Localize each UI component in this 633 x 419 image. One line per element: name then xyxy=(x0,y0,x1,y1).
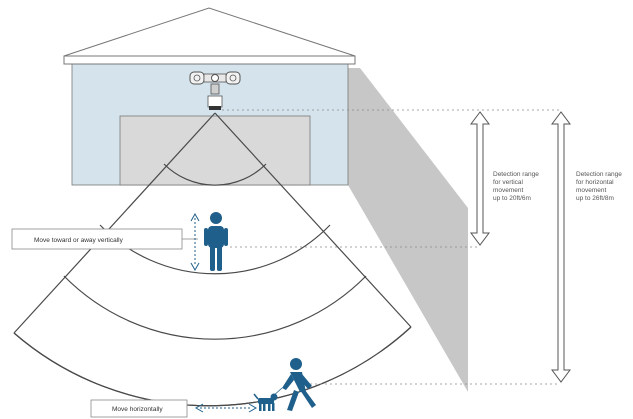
dog-icon xyxy=(253,393,278,411)
horizontal-range-label: Detection range for horizontal movement … xyxy=(576,171,624,202)
vertical-movement-arrow xyxy=(190,212,200,272)
garage-door xyxy=(119,115,311,186)
house-roof-icon xyxy=(63,7,356,65)
svg-text:Move toward or away vertically: Move toward or away vertically xyxy=(34,237,124,244)
vertical-range-arrow xyxy=(470,111,490,246)
wall-shadow xyxy=(348,68,468,392)
move-vertical-callout: Move toward or away vertically xyxy=(11,228,198,250)
walking-person-icon xyxy=(271,358,316,411)
horizontal-range-arrow xyxy=(551,111,571,383)
reference-lines xyxy=(222,109,560,385)
move-horizontal-callout: Move horizontally xyxy=(90,399,188,418)
svg-text:Move horizontally: Move horizontally xyxy=(112,406,163,413)
floodlight-camera-icon xyxy=(189,71,241,110)
vertical-range-label: Detection range for vertical movement up… xyxy=(493,171,541,202)
person-icon xyxy=(204,212,228,271)
horizontal-movement-arrow xyxy=(194,403,258,413)
